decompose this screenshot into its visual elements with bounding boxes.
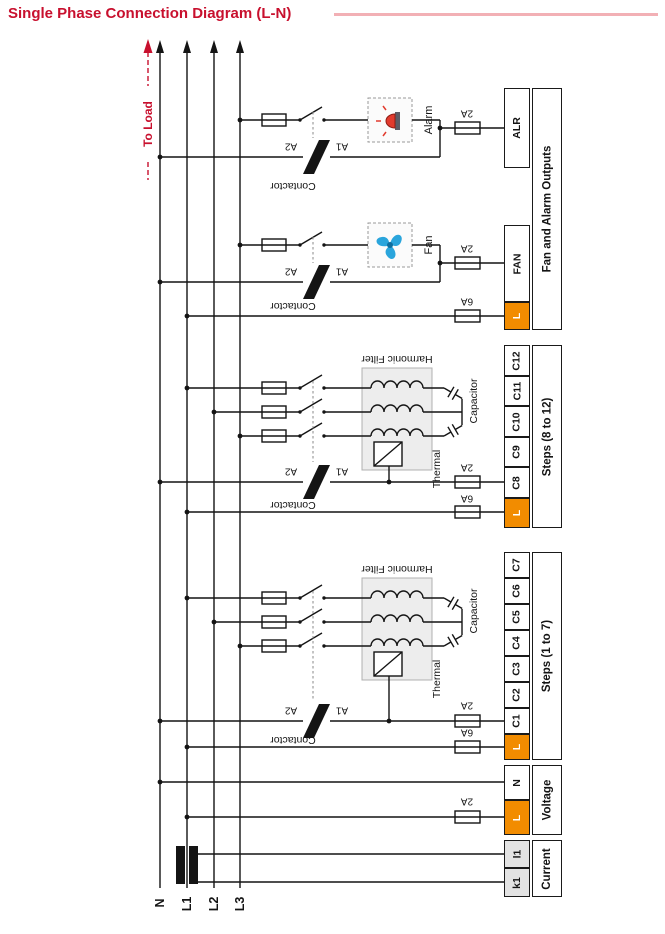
- contactor-label: Contactor: [270, 734, 316, 746]
- bus-label-l3: L3: [233, 896, 247, 912]
- voltage-group-label: Voltage: [532, 765, 562, 835]
- coil-a1-label: A1: [335, 465, 349, 477]
- steps-1-7-circuit: [157, 577, 504, 754]
- terminal-cell-c8: C8: [504, 467, 530, 498]
- fan-circuit: [157, 222, 504, 323]
- terminal-cell-c1: C1: [504, 708, 530, 734]
- thermal-label: Thermal: [431, 449, 443, 489]
- fan-alarm-group-label: Fan and Alarm Outputs: [532, 88, 562, 330]
- contactor-coil-symbol: [303, 265, 330, 299]
- steps-1-7-group-label: Steps (1 to 7): [532, 552, 562, 760]
- title-underline: [334, 13, 658, 16]
- current-transformer: [176, 846, 504, 884]
- current-l1-terminal: l1: [504, 840, 530, 868]
- capacitor-symbol: [443, 423, 463, 438]
- alarm-circuit: [157, 97, 504, 174]
- coil-a2-label: A2: [284, 465, 298, 477]
- terminal-cell-c4: C4: [504, 630, 530, 656]
- terminal-cell-c11: C11: [504, 376, 530, 406]
- contactor-label: Contactor: [270, 180, 316, 192]
- alarm-label: Alarm: [423, 105, 435, 135]
- coil-a2-label: A2: [284, 704, 298, 716]
- voltage-circuit: [157, 779, 504, 824]
- voltage-l-terminal: L: [504, 800, 530, 835]
- capacitor-label: Capacitor: [468, 588, 480, 634]
- fan-icon: [376, 234, 402, 260]
- bus-label-l2: L2: [207, 896, 221, 912]
- fan-l-terminal: L: [504, 302, 530, 330]
- fuse-6a-label: 6A: [460, 295, 474, 307]
- fuse-2a-label: 2A: [460, 699, 474, 711]
- terminal-cell-c9: C9: [504, 437, 530, 467]
- contactor-coil-symbol: [303, 465, 330, 499]
- terminal-cell-c12: C12: [504, 345, 530, 376]
- fan-label: Fan: [423, 235, 435, 255]
- to-load-label: To Load: [141, 101, 155, 147]
- bus-label-l1: L1: [180, 896, 194, 912]
- terminal-cell-c3: C3: [504, 656, 530, 682]
- to-load-arrow: [143, 39, 153, 180]
- alr-terminal: ALR: [504, 88, 530, 168]
- fuse-6a-label: 6A: [460, 726, 474, 738]
- contactor-coil-symbol: [303, 140, 330, 174]
- coil-a2-label: A2: [284, 140, 298, 152]
- contactor-label: Contactor: [270, 300, 316, 312]
- voltage-n-terminal: N: [504, 765, 530, 800]
- terminal-cell-c7: C7: [504, 552, 530, 578]
- coil-a1-label: A1: [335, 704, 349, 716]
- page-title: Single Phase Connection Diagram (L-N): [8, 5, 292, 22]
- current-k1-terminal: k1: [504, 868, 530, 897]
- terminal-cell-c6: C6: [504, 578, 530, 604]
- capacitor-symbol: [443, 633, 463, 648]
- steps-8-12-circuit: [157, 367, 504, 519]
- contactor-coil-symbol: [303, 704, 330, 738]
- alarm-beacon-icon: [376, 105, 400, 137]
- steps-1-7-l-terminal: L: [504, 734, 530, 760]
- contactor-label: Contactor: [270, 499, 316, 511]
- fuse-2a-label: 2A: [460, 461, 474, 473]
- coil-a1-label: A1: [335, 265, 349, 277]
- capacitor-symbol: [443, 596, 463, 611]
- harmonic-filter-label: Harmonic Filter: [361, 353, 433, 365]
- fuse-2a-label: 2A: [460, 107, 474, 119]
- fuse-2a-label: 2A: [460, 795, 474, 807]
- bus-lines: [156, 40, 244, 888]
- thermal-label: Thermal: [431, 659, 443, 699]
- coil-a1-label: A1: [335, 140, 349, 152]
- current-group-label: Current: [532, 840, 562, 897]
- harmonic-filter-label: Harmonic Filter: [361, 563, 433, 575]
- fuse-6a-label: 6A: [460, 492, 474, 504]
- coil-a2-label: A2: [284, 265, 298, 277]
- capacitor-symbol: [443, 386, 463, 401]
- fuse-2a-label: 2A: [460, 242, 474, 254]
- terminal-cell-c2: C2: [504, 682, 530, 708]
- capacitor-label: Capacitor: [468, 378, 480, 424]
- terminal-cell-c5: C5: [504, 604, 530, 630]
- bus-label-n: N: [153, 898, 167, 908]
- steps-8-12-group-label: Steps (8 to 12): [532, 345, 562, 528]
- terminal-cell-c10: C10: [504, 406, 530, 437]
- steps-8-12-l-terminal: L: [504, 498, 530, 528]
- fan-terminal: FAN: [504, 225, 530, 302]
